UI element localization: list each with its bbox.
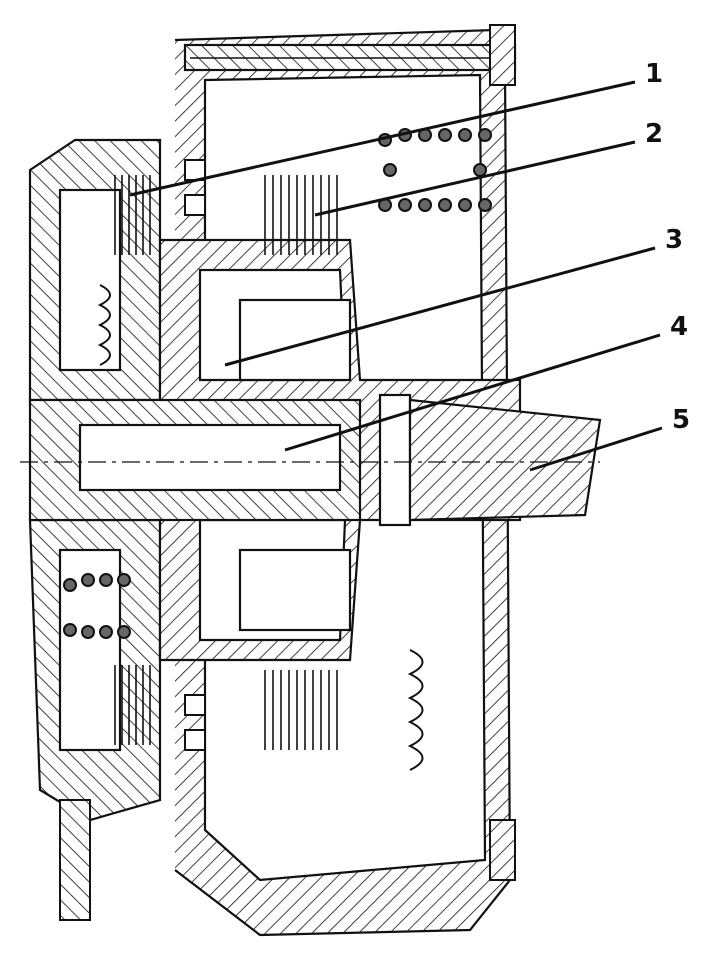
leader-line-4	[284, 333, 661, 452]
left-housing	[28, 138, 162, 822]
plate-pack-upper-left	[114, 175, 151, 255]
leader-line-1	[129, 80, 636, 197]
friction-plates	[114, 175, 338, 750]
leader-line-3	[224, 246, 656, 367]
callout-number-4: 4	[670, 312, 688, 342]
callout-number-3: 3	[665, 225, 683, 255]
plate-pack-lower-left	[114, 665, 151, 745]
spring-coil-left	[97, 284, 111, 366]
spring-pack-lower	[63, 573, 131, 639]
spring-coil-right	[407, 649, 424, 771]
leader-line-5	[529, 426, 663, 472]
callout-number-1: 1	[645, 59, 663, 89]
springs	[63, 128, 492, 771]
leader-lines	[129, 80, 663, 472]
plate-pack-lower-right	[264, 670, 338, 750]
shaft-assembly	[20, 393, 602, 527]
callout-number-2: 2	[645, 119, 663, 149]
leader-line-2	[314, 140, 636, 217]
bolts	[59, 24, 516, 921]
spring-pack-upper	[378, 128, 492, 212]
callout-number-5: 5	[672, 405, 690, 435]
